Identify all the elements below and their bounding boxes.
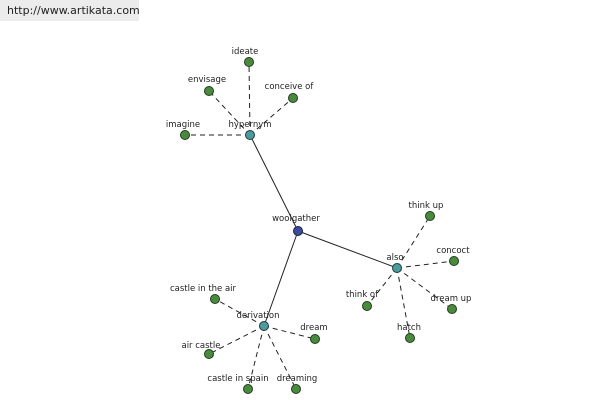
node-dreaming[interactable] xyxy=(291,384,301,394)
node-derivation[interactable] xyxy=(259,321,269,331)
edge-also-think-of xyxy=(366,267,398,307)
edge-hypernym-conceive-of xyxy=(249,97,294,136)
label-imagine: imagine xyxy=(166,120,200,130)
label-also: also xyxy=(386,253,403,263)
node-also[interactable] xyxy=(392,263,402,273)
edge-root-hypernym xyxy=(249,134,299,232)
label-conceive-of: conceive of xyxy=(265,82,315,92)
node-envisage[interactable] xyxy=(204,86,214,96)
node-hatch[interactable] xyxy=(405,333,415,343)
node-think-up[interactable] xyxy=(425,211,435,221)
node-conceive-of[interactable] xyxy=(288,93,298,103)
label-castle-in-spain: castle in spain xyxy=(207,374,268,384)
node-castle-in-spain[interactable] xyxy=(243,384,253,394)
label-air-castle: air castle xyxy=(181,341,220,351)
label-root: woolgather xyxy=(272,214,320,224)
label-think-of: think of xyxy=(346,290,379,300)
edge-hypernym-ideate xyxy=(248,61,251,136)
edge-also-hatch xyxy=(396,267,411,339)
edge-also-think-up xyxy=(396,215,431,269)
node-think-of[interactable] xyxy=(362,301,372,311)
label-ideate: ideate xyxy=(232,47,259,57)
node-dream-up[interactable] xyxy=(447,304,457,314)
edge-root-also xyxy=(297,230,398,269)
label-derivation: derivation xyxy=(236,311,279,321)
node-castle-in-the-air[interactable] xyxy=(210,294,220,304)
node-root[interactable] xyxy=(293,226,303,236)
edge-derivation-castle-in-the-air xyxy=(214,298,265,327)
edge-derivation-air-castle xyxy=(208,325,265,355)
labels: ideate envisage conceive of imagine hypernym… xyxy=(166,47,472,384)
node-ideate[interactable] xyxy=(244,57,254,67)
node-imagine[interactable] xyxy=(180,130,190,140)
edge-also-dream-up xyxy=(396,267,453,310)
nodes xyxy=(180,57,459,394)
node-concoct[interactable] xyxy=(449,256,459,266)
label-dreaming: dreaming xyxy=(277,374,318,384)
label-dream: dream xyxy=(300,323,327,333)
label-hypernym: hypernym xyxy=(228,120,271,130)
label-castle-in-the-air: castle in the air xyxy=(170,284,237,294)
edge-root-derivation xyxy=(263,230,299,327)
node-dream[interactable] xyxy=(310,334,320,344)
edge-derivation-castle-in-spain xyxy=(247,325,265,390)
label-think-up: think up xyxy=(409,201,444,211)
watermark-url[interactable]: http://www.artikata.com xyxy=(0,0,140,21)
edge-also-concoct xyxy=(396,260,455,269)
label-envisage: envisage xyxy=(188,75,226,85)
label-concoct: concoct xyxy=(436,246,470,256)
label-hatch: hatch xyxy=(397,323,421,333)
node-hypernym[interactable] xyxy=(245,130,255,140)
edge-hypernym-envisage xyxy=(208,90,251,136)
label-dream-up: dream up xyxy=(431,294,472,304)
edge-derivation-dreaming xyxy=(263,325,297,390)
edges xyxy=(185,61,455,390)
node-air-castle[interactable] xyxy=(204,349,214,359)
